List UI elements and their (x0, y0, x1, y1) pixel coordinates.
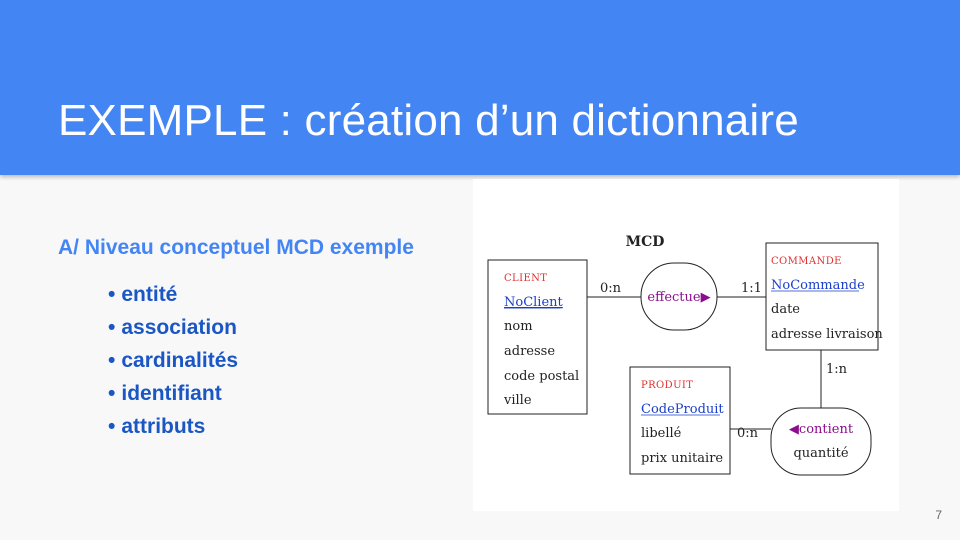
identifier-client: NoClient (504, 295, 564, 310)
bullet-item: •association (108, 316, 237, 339)
entity-name-produit: PRODUIT (641, 380, 693, 391)
attribute-client: code postal (504, 369, 579, 384)
entity-name-client: CLIENT (504, 273, 547, 284)
mcd-diagram: MCD 0:n 1:1 1:n 0:n CLIENT NoClient nom … (487, 234, 883, 476)
cardinality-effectue-commande: 1:1 (741, 281, 762, 296)
bullet-item: •identifiant (108, 382, 222, 405)
cardinality-produit-contient: 0:n (737, 426, 759, 441)
diagram-title: MCD (626, 234, 665, 250)
association-attribute-contient: quantité (793, 446, 848, 461)
page-number: 7 (935, 508, 942, 522)
mcd-diagram-panel: MCD 0:n 1:1 1:n 0:n CLIENT NoClient nom … (473, 179, 899, 511)
attribute-client: nom (504, 319, 533, 334)
attribute-client: ville (503, 393, 532, 408)
attribute-commande: date (771, 302, 800, 317)
cardinality-client-effectue: 0:n (600, 281, 622, 296)
entity-commande: COMMANDE NoCommande date adresse livrais… (765, 242, 883, 351)
arrow-right-icon: ▶ (701, 290, 711, 305)
bullet-item: •attributs (108, 415, 206, 438)
bullet-item: •entité (108, 283, 178, 306)
association-label-contient: ◀contient (789, 422, 854, 437)
attribute-client: adresse (504, 344, 555, 359)
association-effectue: effectue▶ (640, 262, 718, 331)
arrow-left-icon: ◀ (789, 422, 799, 437)
slide-subtitle: A/ Niveau conceptuel MCD exemple (58, 236, 414, 259)
attribute-produit: libellé (641, 426, 682, 441)
entity-client: CLIENT NoClient nom adresse code postal … (487, 259, 588, 415)
association-label-effectue: effectue▶ (647, 290, 710, 305)
entity-produit: PRODUIT CodeProduit libellé prix unitair… (629, 366, 731, 475)
bullet-list: •entité •association •cardinalités •iden… (108, 278, 238, 443)
slide-title: EXEMPLE : création d’un dictionnaire (58, 96, 799, 145)
attribute-commande: adresse livraison (771, 327, 883, 342)
cardinality-commande-contient: 1:n (826, 362, 848, 377)
bullet-item: •cardinalités (108, 349, 239, 372)
entity-name-commande: COMMANDE (771, 256, 842, 267)
identifier-commande: NoCommande (771, 278, 865, 293)
identifier-produit: CodeProduit (641, 402, 724, 417)
attribute-produit: prix unitaire (641, 451, 723, 466)
association-contient: ◀contient quantité (770, 407, 872, 476)
slide-header: EXEMPLE : création d’un dictionnaire (0, 0, 960, 175)
